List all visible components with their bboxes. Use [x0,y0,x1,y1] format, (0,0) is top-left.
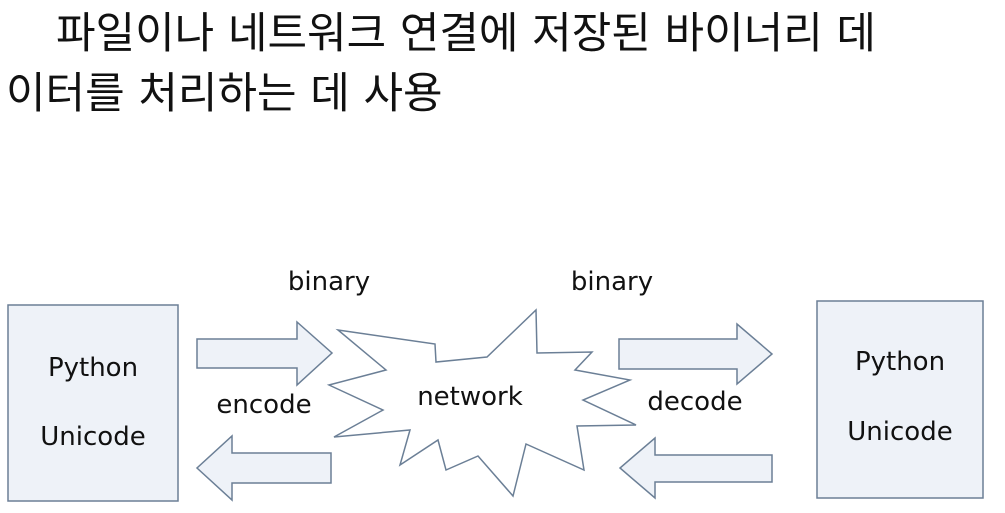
right-binary-label: binary [571,267,653,297]
decode-arrow-right [618,322,774,386]
heading-line-1: 파일이나 네트워크 연결에 저장된 바이너리 데 [56,9,876,59]
left-binary-label: binary [288,267,370,297]
incoming-arrow-left [618,436,773,500]
left-box-line1: Python [48,353,138,383]
encode-arrow-right [196,320,334,387]
left-box-line2: Unicode [40,422,145,452]
slide-heading: 파일이나 네트워크 연결에 저장된 바이너리 데 이터를 처리하는 데 사용 [6,4,996,124]
return-arrow-left [195,434,332,502]
encode-label: encode [216,390,311,420]
decode-label: decode [647,387,742,417]
right-box-line1: Python [855,347,945,377]
heading-line-2: 이터를 처리하는 데 사용 [6,69,443,119]
right-box-rect [816,300,984,499]
network-label: network [417,382,523,412]
right-box-line2: Unicode [847,417,952,447]
network-burst-shape [326,308,637,498]
left-box-rect [7,304,179,502]
right-python-unicode-box: Python Unicode [816,300,984,499]
left-python-unicode-box: Python Unicode [7,304,179,502]
